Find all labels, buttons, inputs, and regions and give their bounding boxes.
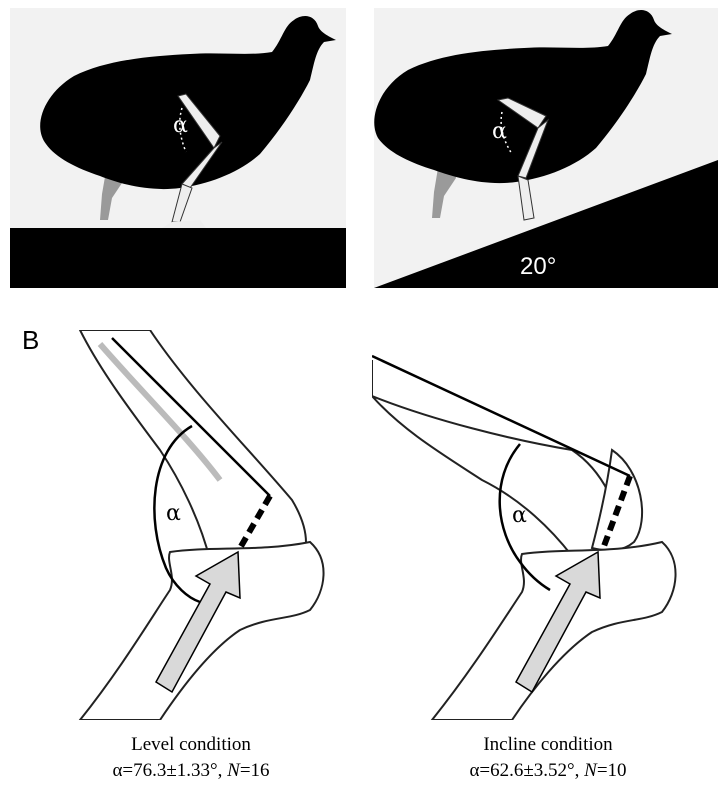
panel-b-label: B (22, 327, 39, 353)
alpha-symbol: α (166, 501, 181, 526)
incline-caption-stats: α=62.6±3.52°, N=10 (383, 758, 713, 784)
level-n-value: =16 (240, 760, 270, 781)
level-knee-xray: α (40, 330, 360, 720)
level-stat-prefix: α=76.3±1.33°, (112, 760, 227, 781)
incline-caption-title: Incline condition (383, 732, 713, 758)
incline-knee-xray: α (372, 330, 712, 720)
level-bird-figure: α (10, 8, 346, 288)
level-caption-stats: α=76.3±1.33°, N=16 (26, 758, 356, 784)
level-caption-title: Level condition (26, 732, 356, 758)
incline-angle-label: 20° (520, 253, 556, 280)
alpha-symbol: α (512, 503, 527, 528)
incline-bird-figure: α 20° (374, 8, 718, 288)
incline-n-label: N (584, 760, 597, 781)
level-ground (10, 228, 346, 288)
incline-stat-prefix: α=62.6±3.52°, (469, 760, 584, 781)
alpha-symbol: α (492, 119, 507, 144)
level-caption: Level condition α=76.3±1.33°, N=16 (26, 732, 356, 784)
level-n-label: N (227, 760, 240, 781)
incline-caption: Incline condition α=62.6±3.52°, N=10 (383, 732, 713, 784)
femur-outline (372, 360, 620, 559)
incline-n-value: =10 (597, 760, 627, 781)
femur-outline (80, 330, 306, 574)
